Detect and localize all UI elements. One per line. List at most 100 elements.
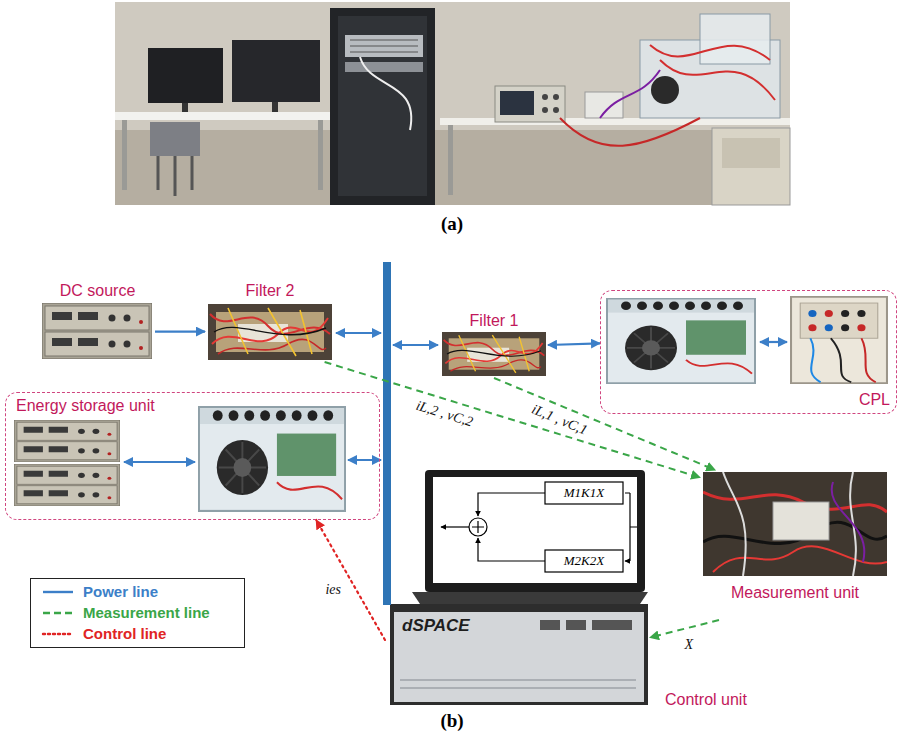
lab-photo-part [345,62,423,72]
lab-photo-part [115,2,790,205]
converter-photo [607,299,755,383]
legend-line-sample [43,633,73,635]
screen-block-diagram-part [478,493,545,516]
screen-block-diagram-part [625,493,630,561]
lab-photo-part [338,16,427,196]
storage-source-photo-part [14,464,120,506]
lab-photo-part [542,107,548,113]
dspace-box-part [394,612,644,702]
filter-photo-part [442,332,546,376]
laptop-part [412,592,648,604]
node-label: Filter 2 [246,282,295,300]
load-cabinet-photo-part [791,297,887,383]
lab-photo-part [350,40,418,52]
power-line [548,343,600,345]
photo-node: DC source [40,282,155,362]
screen-block-diagram-part [441,526,469,527]
filter-photo [208,304,332,360]
edge-label: iL,2 , vC,2 [414,398,475,431]
photo-node: Filter 2 [205,282,335,362]
legend-line-sample [43,591,73,593]
screen-block-diagram-part [472,521,484,533]
measurement-line [325,362,700,478]
dspace-box-part [592,620,632,630]
lab-photo-part [650,45,775,100]
dc-source-photo [42,303,152,359]
screen-block-diagram-part [545,550,623,572]
converter-photo-part [199,407,345,511]
node-label: Measurement unit [731,584,859,602]
node-label: Energy storage unit [16,397,155,415]
power-arrow-part [348,459,381,461]
storage-source-photo-part [14,420,120,462]
converter-photo-part [607,299,755,383]
legend-sample [41,628,75,640]
screen-block-diagram [441,482,637,572]
legend-text: Power line [83,583,158,600]
panel-label: (b) [440,710,463,732]
lab-photo-part [122,120,127,190]
power-arrow-part [336,332,381,334]
legend-row: Power line [31,582,244,602]
lab-photo-part [272,102,278,112]
load-cabinet-photo [791,297,887,383]
measurement-photo [703,472,887,576]
photo-node: Filter 1 [440,312,548,378]
laptop [412,470,648,604]
node-label: Filter 1 [470,312,519,330]
lab-photo-part [330,8,435,205]
group-box: CPL [600,290,897,414]
dspace-box [390,604,648,705]
lab-photo-part [553,107,559,113]
lab-photo-part [360,57,411,130]
screen-block-diagram-part [469,518,487,536]
node-label: Control unit [665,691,747,709]
panel-label: (a) [441,213,463,235]
lab-photo-part [232,40,320,102]
lab-photo-part [182,103,188,112]
lab-photo-part [500,91,534,115]
dspace-box-part [540,620,560,630]
power-arrow-part [393,344,438,346]
lab-photo-part [440,118,790,125]
brand-label: dSPACE [402,616,470,636]
group-box: Energy storage unit [5,392,380,520]
edge-label: ies [325,582,341,598]
lab-photo-part [150,122,200,156]
lab-photo-part [148,48,223,103]
dspace-box-part [400,680,636,688]
lab-photo-part [712,128,790,205]
dspace-box-part [566,620,586,630]
legend-text: Control line [83,625,166,642]
lab-photo-part [495,86,565,122]
power-arrow-part [760,341,787,343]
control-line [316,520,385,640]
lab-photo-part [158,156,192,196]
screen-formula: M1K1X [564,486,604,501]
lab-photo-part [115,112,330,120]
legend-line-sample [43,612,73,614]
lab-photo-part [722,138,780,168]
edge-label: X [684,637,693,653]
legend-row: Measurement line [31,603,244,623]
lab-photo-part [560,118,700,146]
lab-photo-part [651,76,679,104]
measurement-photo-part [703,472,887,576]
legend-row: Control line [31,624,244,644]
lab-photo-part [318,120,323,190]
lab-photo-part [345,35,423,57]
laptop-part [425,470,645,592]
node-label: CPL [859,391,890,409]
laptop-part [433,477,637,583]
power-arrow-part [124,461,195,463]
measurement-line [494,378,715,470]
legend-box: Power lineMeasurement lineControl line [30,578,245,648]
legend-text: Measurement line [83,604,210,621]
power-line [155,331,205,333]
dc-bus [383,262,391,605]
filter-photo [442,332,546,376]
lab-photo-part [542,94,548,100]
control-node: Control unit [385,465,650,708]
node-label: DC source [60,282,136,300]
